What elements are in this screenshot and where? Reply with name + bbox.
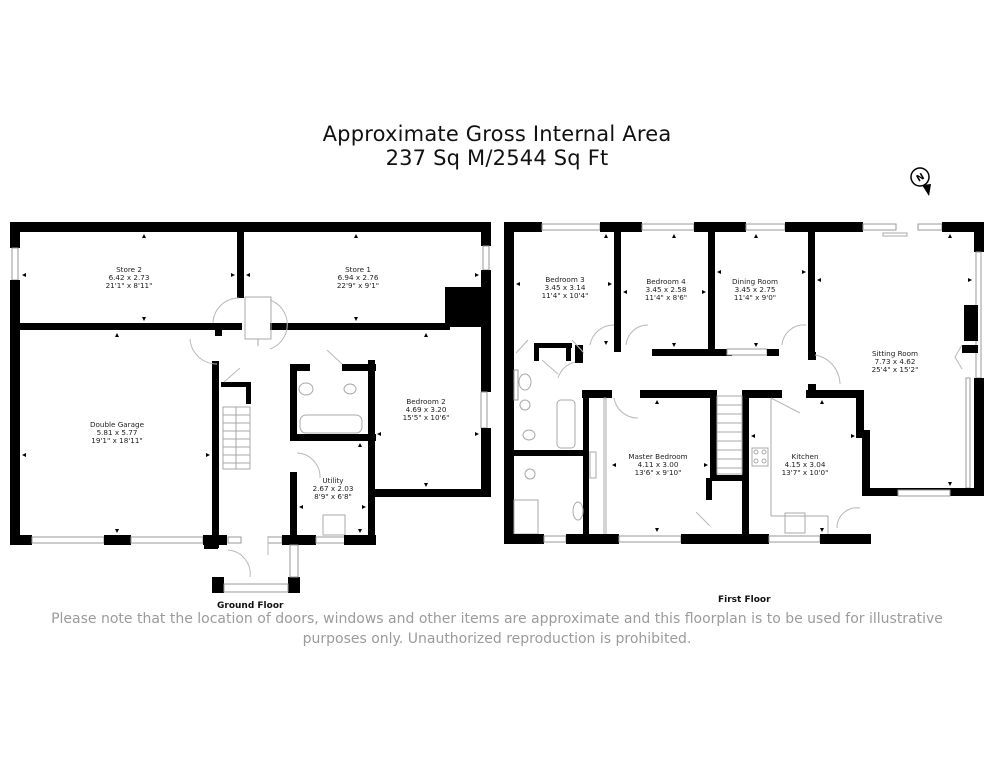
svg-text:13'6" x 9'10": 13'6" x 9'10" bbox=[635, 468, 682, 477]
svg-text:Master Bedroom: Master Bedroom bbox=[628, 452, 687, 461]
svg-text:Double Garage: Double Garage bbox=[90, 420, 145, 429]
svg-text:Dining Room: Dining Room bbox=[732, 277, 778, 286]
room-label-double-garage: Double Garage 5.81 x 5.77 19'1" x 18'11" bbox=[90, 420, 145, 445]
bathroom-fixtures bbox=[298, 382, 363, 434]
area-title: Approximate Gross Internal Area bbox=[322, 122, 672, 146]
room-label-bedroom-2: Bedroom 2 4.69 x 3.20 15'5" x 10'6" bbox=[403, 397, 450, 422]
svg-text:21'1" x 8'11": 21'1" x 8'11" bbox=[106, 281, 153, 290]
disclaimer-line-2: purposes only. Unauthorized reproduction… bbox=[302, 631, 692, 647]
north-arrow-icon: N bbox=[910, 167, 931, 196]
kitchen-fixtures bbox=[751, 398, 829, 536]
staircase bbox=[222, 406, 251, 470]
room-label-dining-room: Dining Room 3.45 x 2.75 11'4" x 9'0" bbox=[732, 277, 778, 302]
svg-text:Kitchen: Kitchen bbox=[791, 452, 818, 461]
disclaimer-line-1: Please note that the location of doors, … bbox=[51, 611, 943, 627]
svg-text:4.15 x 3.04: 4.15 x 3.04 bbox=[785, 460, 826, 469]
svg-text:11'4" x 8'6": 11'4" x 8'6" bbox=[645, 293, 687, 302]
svg-text:Bedroom 3: Bedroom 3 bbox=[545, 275, 584, 284]
svg-text:Bedroom 4: Bedroom 4 bbox=[646, 277, 686, 286]
svg-text:22'9" x 9'1": 22'9" x 9'1" bbox=[337, 281, 379, 290]
svg-text:6.42 x 2.73: 6.42 x 2.73 bbox=[109, 273, 150, 282]
svg-text:3.45 x 3.14: 3.45 x 3.14 bbox=[545, 283, 586, 292]
svg-text:Sitting Room: Sitting Room bbox=[872, 349, 918, 358]
svg-text:3.45 x 2.75: 3.45 x 2.75 bbox=[735, 285, 776, 294]
svg-text:6.94 x 2.76: 6.94 x 2.76 bbox=[338, 273, 379, 282]
first-floor-plan: Bedroom 3 3.45 x 3.14 11'4" x 10'4" Bedr… bbox=[504, 222, 984, 544]
room-label-master-bedroom: Master Bedroom 4.11 x 3.00 13'6" x 9'10" bbox=[628, 452, 687, 477]
svg-text:5.81 x 5.77: 5.81 x 5.77 bbox=[97, 428, 138, 437]
svg-text:3.45 x 2.58: 3.45 x 2.58 bbox=[646, 285, 687, 294]
svg-text:Store 1: Store 1 bbox=[345, 265, 371, 274]
room-label-kitchen: Kitchen 4.15 x 3.04 13'7" x 10'0" bbox=[782, 452, 829, 477]
room-label-store-2: Store 2 6.42 x 2.73 21'1" x 8'11" bbox=[106, 265, 153, 290]
compass-label: N bbox=[915, 172, 927, 184]
svg-text:Utility: Utility bbox=[322, 476, 344, 485]
svg-text:2.67 x 2.03: 2.67 x 2.03 bbox=[313, 484, 354, 493]
svg-text:25'4" x 15'2": 25'4" x 15'2" bbox=[872, 365, 919, 374]
room-label-bedroom-4: Bedroom 4 3.45 x 2.58 11'4" x 8'6" bbox=[645, 277, 687, 302]
svg-text:13'7" x 10'0": 13'7" x 10'0" bbox=[782, 468, 829, 477]
svg-text:11'4" x 9'0": 11'4" x 9'0" bbox=[734, 293, 776, 302]
room-label-sitting-room: Sitting Room 7.73 x 4.62 25'4" x 15'2" bbox=[872, 349, 919, 374]
svg-text:7.73 x 4.62: 7.73 x 4.62 bbox=[875, 357, 916, 366]
area-total: 237 Sq M/2544 Sq Ft bbox=[385, 146, 609, 170]
ground-floor-label: Ground Floor bbox=[217, 601, 284, 611]
svg-text:15'5" x 10'6": 15'5" x 10'6" bbox=[403, 413, 450, 422]
svg-text:19'1" x 18'11": 19'1" x 18'11" bbox=[91, 436, 142, 445]
room-label-utility: Utility 2.67 x 2.03 8'9" x 6'8" bbox=[313, 476, 354, 501]
svg-text:Store 2: Store 2 bbox=[116, 265, 142, 274]
room-label-store-1: Store 1 6.94 x 2.76 22'9" x 9'1" bbox=[337, 265, 379, 290]
disclaimer-text: Please note that the location of doors, … bbox=[20, 609, 974, 649]
svg-text:4.69 x 3.20: 4.69 x 3.20 bbox=[406, 405, 447, 414]
svg-text:8'9" x 6'8": 8'9" x 6'8" bbox=[314, 492, 352, 501]
room-label-bedroom-3: Bedroom 3 3.45 x 3.14 11'4" x 10'4" bbox=[542, 275, 589, 300]
ground-floor-plan: Store 2 6.42 x 2.73 21'1" x 8'11" Store … bbox=[10, 222, 491, 593]
svg-text:Bedroom 2: Bedroom 2 bbox=[406, 397, 445, 406]
first-floor-staircase bbox=[716, 395, 743, 475]
svg-text:11'4" x 10'4": 11'4" x 10'4" bbox=[542, 291, 589, 300]
svg-text:4.11 x 3.00: 4.11 x 3.00 bbox=[638, 460, 679, 469]
first-floor-bathroom-fixtures bbox=[513, 373, 597, 535]
first-floor-label: First Floor bbox=[718, 595, 771, 605]
